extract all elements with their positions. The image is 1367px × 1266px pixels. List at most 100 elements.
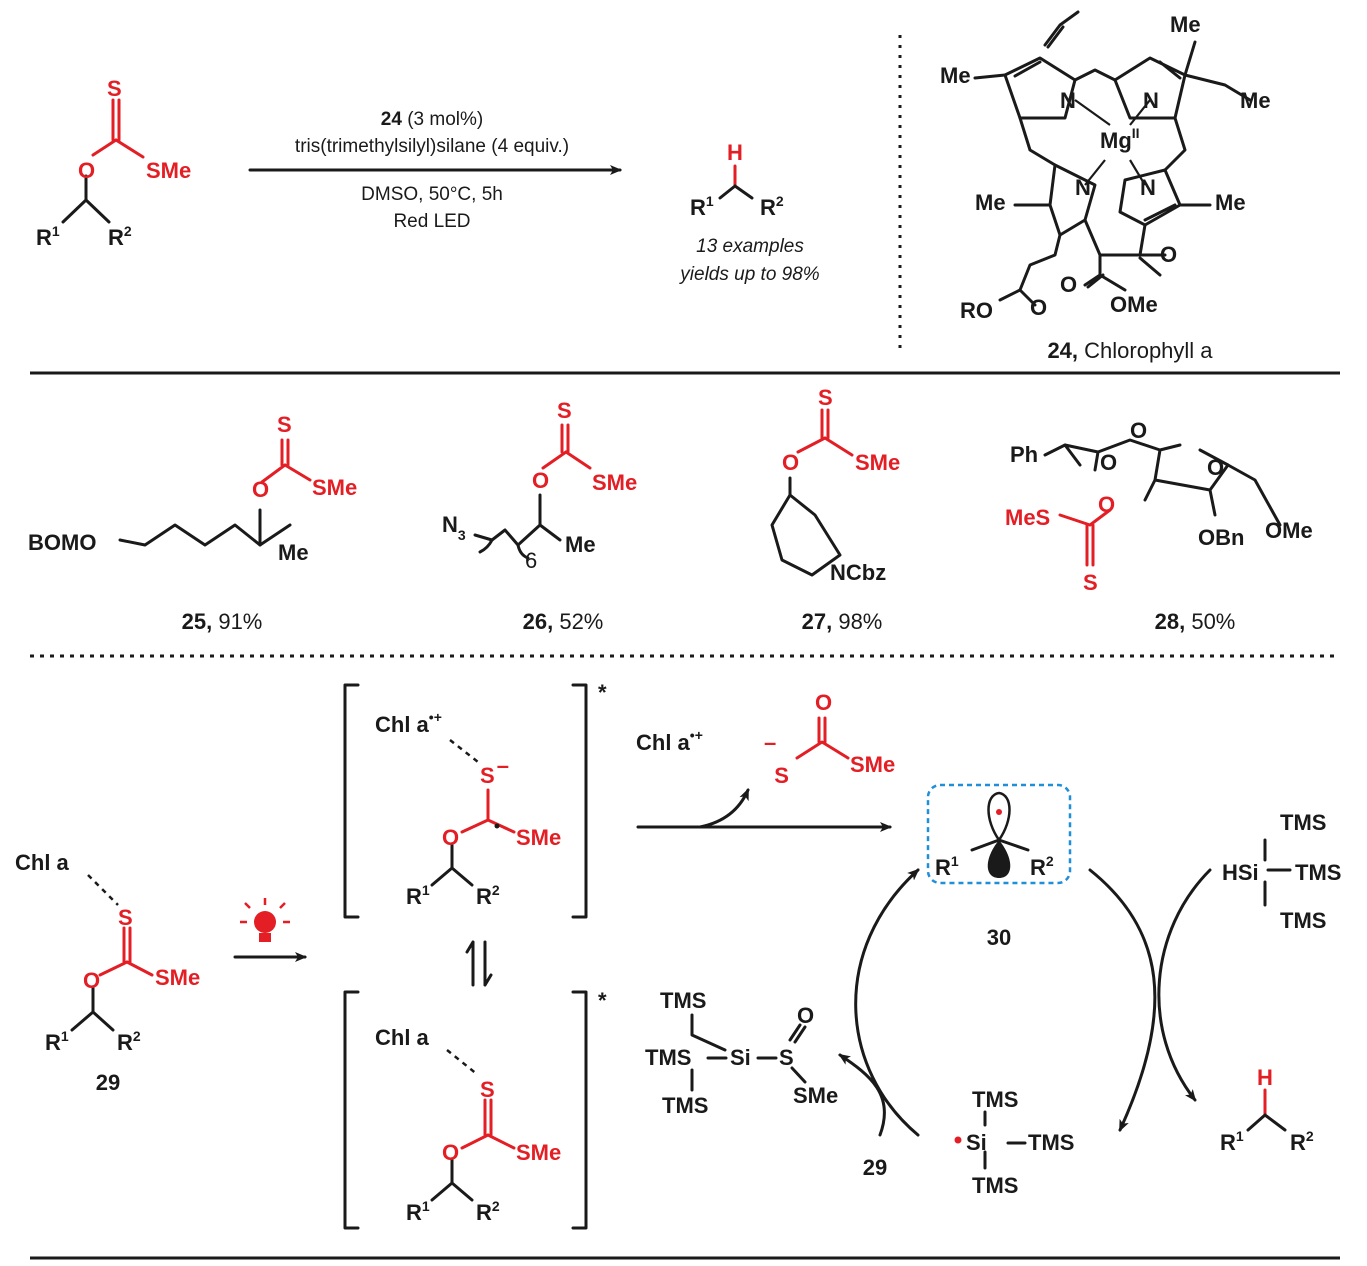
smethyl-group: SMe (516, 1140, 561, 1165)
highlight-box (926, 783, 1072, 885)
fragmentation-step: Chl a•+ O –S SMe (636, 690, 895, 832)
silyl-sulfinate-byproduct: TMS TMS Si S O TMS SMe (645, 988, 838, 1118)
excited-complex: * Chl a S O SMe R1 R2 (343, 988, 607, 1230)
oxygen-atom: O (1060, 272, 1077, 297)
example-28: Ph O O O O MeS S OBn OMe 28, 50% (1005, 418, 1313, 634)
chlorophyll-label: Chl a (15, 850, 70, 875)
smethyl-group: SMe (312, 475, 357, 500)
oxygen-atom: O (1030, 295, 1047, 320)
equilibrium-arrows (465, 940, 493, 987)
oxygen-atom: O (83, 968, 100, 993)
oxygen-atom: O (442, 1140, 459, 1165)
r1-group: R1 (45, 1028, 69, 1055)
substrate-29-complex: Chl a S O SMe R1 R2 29 (15, 850, 200, 1095)
light-bulb-icon (240, 898, 290, 942)
excited-radical-ion-pair: * Chl a•+ S– O SMe R1 R2 (343, 680, 607, 919)
oxygen-atom: O (782, 450, 799, 475)
bomo-group: BOMO (28, 530, 96, 555)
tms-group: TMS (660, 988, 706, 1013)
r2-group: R2 (476, 1198, 500, 1225)
benzyloxy-group: OBn (1198, 525, 1244, 550)
nitrogen-atom: N (1140, 175, 1156, 200)
compound-number: 30 (987, 925, 1011, 950)
tms-group: TMS (972, 1087, 1018, 1112)
excited-state-marker: * (598, 680, 607, 705)
example-label: 27, 98% (802, 609, 883, 634)
silicon-atom: Si (730, 1045, 751, 1070)
methoxy-group: OMe (1110, 292, 1158, 317)
example-label: 25, 91% (182, 609, 263, 634)
compound-number: 29 (96, 1070, 120, 1095)
thiolate-sulfur: S– (480, 753, 509, 788)
cycle-arrow-radical-to-silyl (1088, 868, 1157, 1132)
silane-reagent: tris(trimethylsilyl)silane (4 equiv.) (295, 136, 569, 157)
chain-repeat-count: 6 (525, 548, 537, 573)
oxygen-atom: O (1100, 450, 1117, 475)
sulfur-atom: S (818, 385, 833, 410)
oxygen-atom: O (78, 158, 95, 183)
chlorophyll-radical-cation: Chl a•+ (375, 709, 442, 737)
smethyl-group: SMe (146, 158, 191, 183)
hydrosilane-group: HSi (1222, 860, 1259, 885)
methyl-group: Me (1170, 12, 1201, 37)
tms-group: TMS (645, 1045, 691, 1070)
nitrogen-atom: N (1075, 175, 1091, 200)
smethyl-group: SMe (516, 825, 561, 850)
oxygen-atom: O (815, 690, 832, 715)
excited-state-marker: * (598, 988, 607, 1013)
r2-group: R2 (117, 1028, 141, 1055)
alkane-product: H R1 R2 (1220, 1065, 1314, 1155)
phenyl-group: Ph (1010, 442, 1038, 467)
smethyl-group: SMe (850, 752, 895, 777)
chlorophyll-label: Chl a (375, 1025, 430, 1050)
hydrogen-atom: H (1257, 1065, 1273, 1090)
tms-group: TMS (1295, 860, 1341, 885)
oxygen-atom: O (1160, 242, 1177, 267)
cycle-arrow-silyl-to-radical (854, 868, 920, 1137)
r2-group: R2 (108, 223, 132, 250)
tris-trimethylsilyl-silane: TMS HSi TMS TMS (1222, 810, 1341, 933)
nitrogen-atom: N (1060, 88, 1076, 113)
r2-group: R2 (1290, 1128, 1314, 1155)
ester-ro-group: RO (960, 298, 993, 323)
tms-group: TMS (1280, 908, 1326, 933)
tms-group: TMS (1280, 810, 1326, 835)
byproduct-arrow (838, 1053, 886, 1137)
yield-range: yields up to 98% (678, 264, 820, 285)
compound-number: 29 (863, 1155, 887, 1180)
alkyl-radical-30: R1 R2 30 (926, 783, 1072, 950)
sulfur-atom: S (779, 1045, 794, 1070)
catalyst-loading: 24 (3 mol%) (381, 109, 483, 130)
oxygen-atom: O (442, 825, 459, 850)
tms-group: TMS (972, 1173, 1018, 1198)
methyl-group: Me (1240, 88, 1271, 113)
silicon-atom: Si (966, 1130, 987, 1155)
silyl-radical: TMS Si TMS TMS (954, 1087, 1074, 1198)
tms-group: TMS (1028, 1130, 1074, 1155)
side-product-arrow (698, 788, 750, 829)
methyl-group: Me (940, 63, 971, 88)
reaction-conditions: 24 (3 mol%) tris(trimethylsilyl)silane (… (248, 109, 622, 232)
methyl-group: Me (278, 540, 309, 565)
r1-group: R1 (935, 853, 959, 880)
oxygen-atom: O (532, 468, 549, 493)
hat-arrow-to-product (1157, 868, 1212, 1102)
chlorophyll-structure: N N N N MgII Me Me Me Me Me O O OMe O RO… (940, 10, 1271, 363)
example-26: N3 6 Me O S SMe 26, 52% (442, 398, 637, 634)
light-source: Red LED (393, 211, 470, 232)
oxygen-atom: O (1130, 418, 1147, 443)
r2-group: R2 (760, 193, 784, 220)
sulfur-atom: S (480, 1077, 495, 1102)
r1-group: R1 (36, 223, 60, 250)
product-alkane: H R1 R2 13 examples yields up to 98% (678, 140, 820, 285)
catalyst-label: 24, Chlorophyll a (1047, 338, 1213, 363)
example-label: 26, 52% (523, 609, 604, 634)
example-label: 28, 50% (1155, 609, 1236, 634)
r1-group: R1 (1220, 1128, 1244, 1155)
r1-group: R1 (406, 882, 430, 909)
sulfur-atom: S (107, 76, 122, 101)
starting-xanthate: S O SMe R1 R2 (36, 76, 191, 250)
r2-group: R2 (476, 882, 500, 909)
hydrogen-atom: H (727, 140, 743, 165)
